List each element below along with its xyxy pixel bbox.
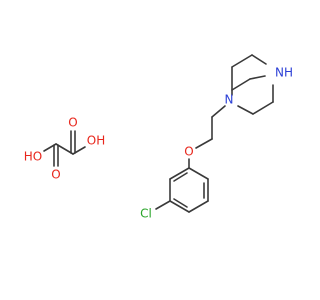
bond-n-ch2 [211,105,226,118]
bond-ar-3 [188,200,209,213]
bond-ring-5 [237,105,254,115]
oxalic-acid: HO O O OH [24,116,105,182]
chlorobenzene-ring: Cl [140,167,209,221]
atom-cl: Cl [140,207,152,221]
piperazine-ring: NH N [225,54,293,115]
bond-ar-6 [169,167,190,180]
structure-drawing: HO O O OH NH N O [24,54,293,221]
bond-ar-inner-3 [173,172,188,182]
bond-ring-topleft [231,54,253,68]
bond-ring-2 [249,75,266,80]
molecule-canvas: HO O O OH NH N O [24,54,293,221]
bond-ar-inner-2 [173,198,188,208]
bond-c-cl [155,200,171,210]
atom-nh: NH [275,66,293,80]
atom-ether-o: O [184,145,193,159]
bond-ch2-o [195,138,213,149]
bond-ring-1 [231,78,251,91]
bond-ring-topright [251,54,267,65]
atom-oh-right: OH [87,134,105,148]
bond-ar-4 [169,200,190,213]
atom-n: N [225,93,234,107]
ethyl-linker: O [184,105,226,169]
bond-ring-4 [252,101,274,115]
atom-o-bottom: O [51,168,60,182]
atom-ho-left: HO [24,150,42,164]
bond-c-oh-right [72,146,86,155]
bond-c-c-oxalic [55,143,74,155]
bond-ar-1 [188,167,209,180]
atom-o-top: O [68,116,77,130]
